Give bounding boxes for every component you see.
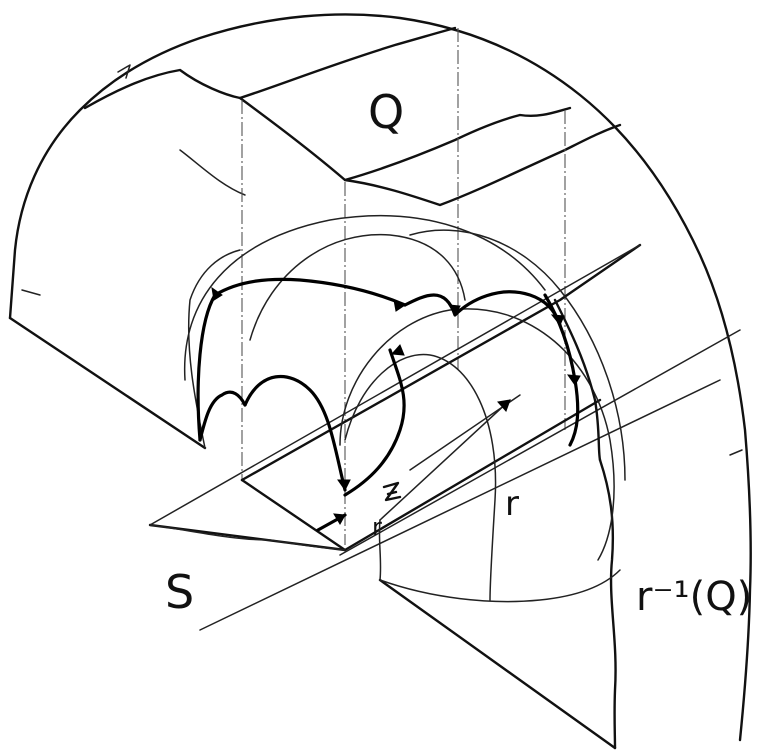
ray-line-r: [380, 400, 510, 520]
shell-ridge-4: [180, 150, 245, 195]
label-z-glyph: [384, 483, 400, 500]
boundary-scribble-2: [22, 290, 40, 295]
plane-s-long-line-1: [340, 330, 740, 555]
shell-inner-curve: [189, 250, 240, 448]
preimage-bottom-edge: [380, 580, 615, 748]
arrowhead-1: [212, 288, 222, 300]
bold-curve-left-lower: [200, 392, 245, 440]
bold-curve-mid: [405, 292, 560, 325]
shell-ridge-2: [240, 98, 570, 180]
label-q: Q: [368, 85, 404, 139]
label-r: r: [505, 484, 519, 524]
boundary-scribble-3: [730, 450, 742, 455]
label-s: S: [165, 565, 194, 619]
bold-curve-valley: [345, 350, 404, 495]
shell-left-edge: [10, 318, 205, 448]
arrowhead-6: [338, 480, 350, 490]
dome-wide-arch: [410, 230, 625, 480]
dome-outer-arch: [185, 216, 545, 380]
arrowhead-5: [568, 375, 580, 385]
preimage-base-curve: [380, 570, 620, 602]
bold-curve-left: [198, 279, 405, 440]
bold-curve-bottom: [245, 376, 345, 490]
label-r-small: r: [372, 513, 382, 541]
dome-inner-arch: [250, 235, 465, 340]
label-r-inverse-q: r⁻¹(Q): [636, 574, 752, 620]
arrowhead-9: [392, 345, 404, 355]
